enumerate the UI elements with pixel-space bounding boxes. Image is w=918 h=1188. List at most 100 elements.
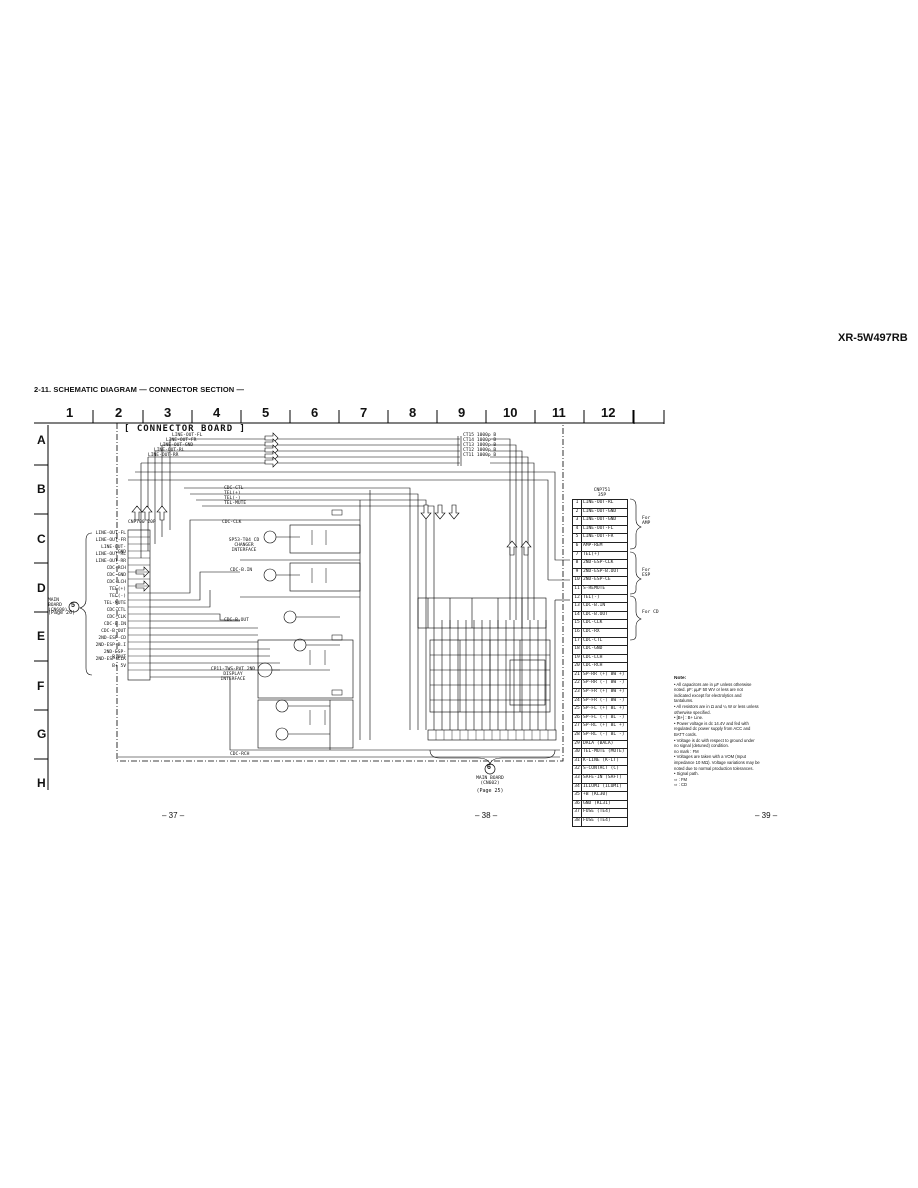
pin-label: AMP-REM	[583, 542, 603, 548]
row-label: D	[37, 581, 46, 595]
column-label: 4	[213, 405, 221, 420]
column-label: 10	[503, 405, 518, 420]
pin-label: LINE-OUT-RR	[95, 559, 126, 564]
pin-label: TEL(+)	[583, 551, 600, 557]
diagram-title: 2-11. SCHEMATIC DIAGRAM — CONNECTOR SECT…	[34, 385, 245, 394]
pin-label: TEL-MUTE (MUTE)	[583, 749, 625, 755]
net-label: TEL(+)	[224, 491, 241, 496]
row-label: A	[37, 433, 46, 447]
page-number: – 38 –	[475, 811, 498, 820]
pin-label: TEL-MUTE	[103, 601, 126, 606]
net-label: CDC-CTL	[224, 486, 244, 491]
pin-label: LINE-OUT-FL	[95, 531, 126, 536]
pin-label: CDC-RCH	[583, 663, 603, 669]
pin-label: +B (KL30)	[583, 792, 608, 798]
column-label: 8	[409, 405, 417, 420]
pin-label: SP-FL (-) 8L -)	[583, 714, 625, 720]
note-item: • Voltage is dc with respect to ground u…	[674, 737, 755, 749]
pin-label: CDC-B.OUT	[583, 611, 608, 617]
capacitor-list: CT15 1000p B CT14 1000p B CT13 1000p B C…	[463, 433, 496, 458]
bottom-circle-number: 6	[487, 764, 491, 771]
group-label: For ESP	[642, 568, 651, 578]
column-label: 7	[360, 405, 368, 420]
pin-label: TEL(+)	[109, 587, 126, 592]
pin-label: 2ND-ESP-B.I	[95, 643, 126, 648]
pin-label: LINE-OUT-FL	[583, 525, 614, 531]
row-label: E	[37, 629, 46, 643]
pin-label: CDC-LCH	[106, 580, 126, 585]
net-label: CDC-B.OUT	[224, 618, 249, 623]
note-item: • Power voltage is dc 14.4V and fed with…	[674, 720, 751, 737]
column-label: 12	[601, 405, 616, 420]
pin-label: CDC-GND	[583, 646, 603, 652]
note-item: ⇨ : FM	[674, 776, 688, 782]
pin-label: LINE-OUT-GND	[583, 517, 617, 523]
net-label: TEL-MUTE	[224, 501, 247, 506]
pin-label: CDC-CLK	[583, 620, 603, 626]
cd-changer-interface-label: SP53-T04 CD CHANGER INTERFACE	[228, 538, 260, 553]
pin-label: S-REMOTE	[583, 585, 606, 591]
net-label: CDC-CLK	[222, 520, 242, 525]
pin-label: SP-RR (-) 8W -)	[583, 680, 625, 686]
row-label: H	[37, 776, 46, 790]
pin-label: 2ND-ESP-CLK	[583, 560, 614, 566]
column-label: 9	[458, 405, 466, 420]
column-label: 11	[552, 405, 566, 420]
capacitor-label: CT11 1000p B	[463, 453, 497, 458]
pin-label: DALA (BALA)	[583, 740, 614, 746]
net-label: LINE-OUT-RR	[148, 453, 179, 458]
pin-label: S-CONTACT (C)	[583, 766, 619, 772]
column-label: 1	[66, 405, 74, 420]
group-label: For CD	[642, 610, 659, 615]
pin-label: FUSE (TE4)	[583, 817, 611, 823]
pin-label: GND (KL31)	[583, 800, 611, 806]
pin-label: SP-FR (-) 8W -)	[583, 697, 625, 703]
net-label: LINE-OUT-GND	[160, 443, 194, 448]
row-label: F	[37, 679, 45, 693]
capacitor-label: CT12 1000p B	[463, 448, 497, 453]
pin-label: CDC-GND	[106, 573, 126, 578]
capacitor-label: CT13 1000p B	[463, 443, 497, 448]
left-connector-labels: LINE-OUT-FL LINE-OUT-FR LINE-OUT-GND LIN…	[94, 531, 126, 671]
net-label: LINE-OUT-RL	[154, 448, 185, 453]
pin-label: LINE-OUT-RL	[95, 552, 126, 557]
pin-label: LINE-OUT-GND	[583, 508, 617, 514]
pin-label: SP-RR (+) 8W +)	[583, 671, 625, 677]
pin-label: CDC-B.OUT	[101, 629, 126, 634]
note-item: • All capacitors are in µF unless otherw…	[674, 681, 752, 704]
pin-label: SP-FL (+) 8L +)	[583, 706, 625, 712]
column-label: 2	[115, 405, 123, 420]
pin-label: CDC-RX	[583, 628, 600, 634]
note-item: • Voltages are taken with a VOM (Input i…	[674, 754, 760, 771]
net-label: TEL(-)	[224, 496, 241, 501]
pin-label: FUSE (TE4)	[583, 809, 611, 815]
bottom-board-ref: MAIN BOARD (CN602)	[476, 776, 504, 786]
note-item: no mark : FM	[674, 748, 699, 754]
row-label: G	[37, 727, 47, 741]
capacitor-label: CT15 1000p B	[463, 433, 497, 438]
column-label: 3	[164, 405, 172, 420]
column-label: 5	[262, 405, 270, 420]
pin-label: 2ND-ESP-CE	[583, 577, 611, 583]
row-label: B	[37, 482, 46, 496]
left-circle-number: 5	[71, 602, 75, 609]
